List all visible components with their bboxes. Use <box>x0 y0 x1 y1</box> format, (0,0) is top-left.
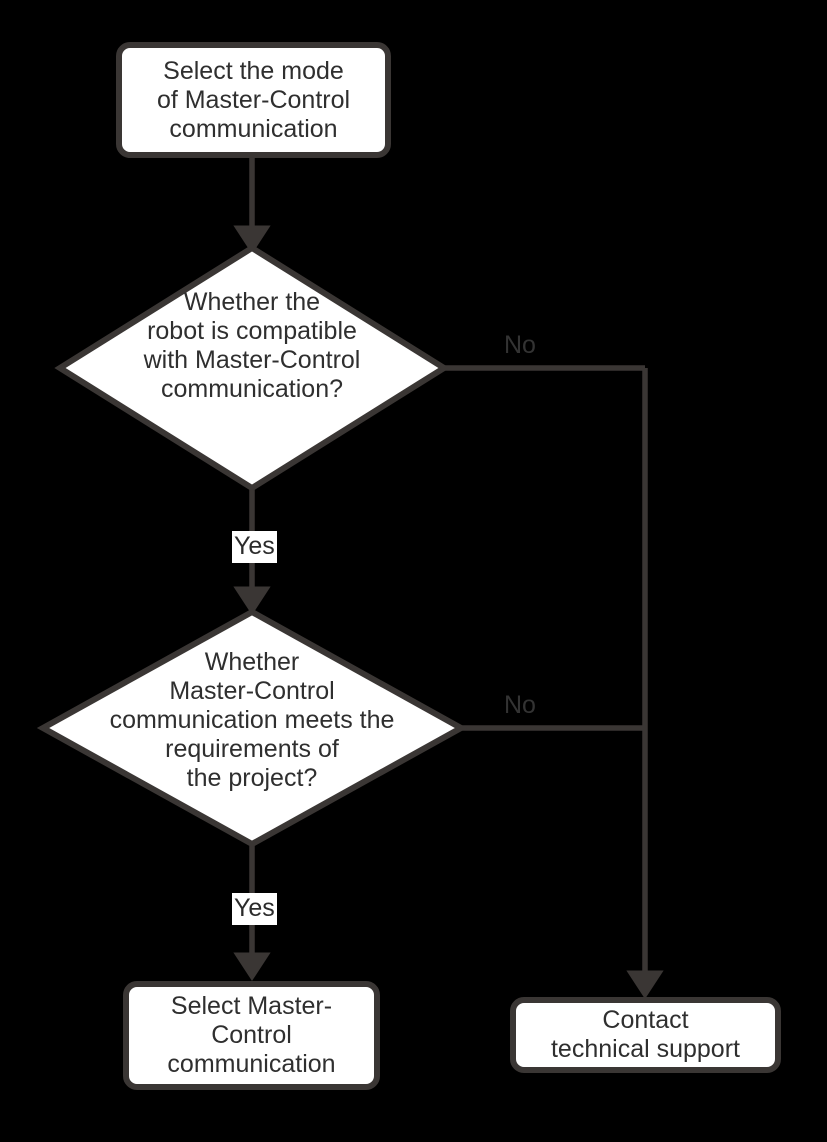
node-decision-requirements-shape[interactable] <box>36 608 468 848</box>
node-end-select-shape[interactable] <box>123 981 380 1090</box>
node-end-support-shape[interactable] <box>510 997 781 1073</box>
edge-label-decision1-no: No <box>504 331 536 359</box>
edge-label-decision1-yes: Yes <box>232 531 277 563</box>
edge-label-decision2-no: No <box>504 691 536 719</box>
node-decision-compatible-shape[interactable] <box>54 244 450 492</box>
edge-label-decision2-yes: Yes <box>232 893 277 925</box>
node-start-process-shape[interactable] <box>116 42 391 158</box>
